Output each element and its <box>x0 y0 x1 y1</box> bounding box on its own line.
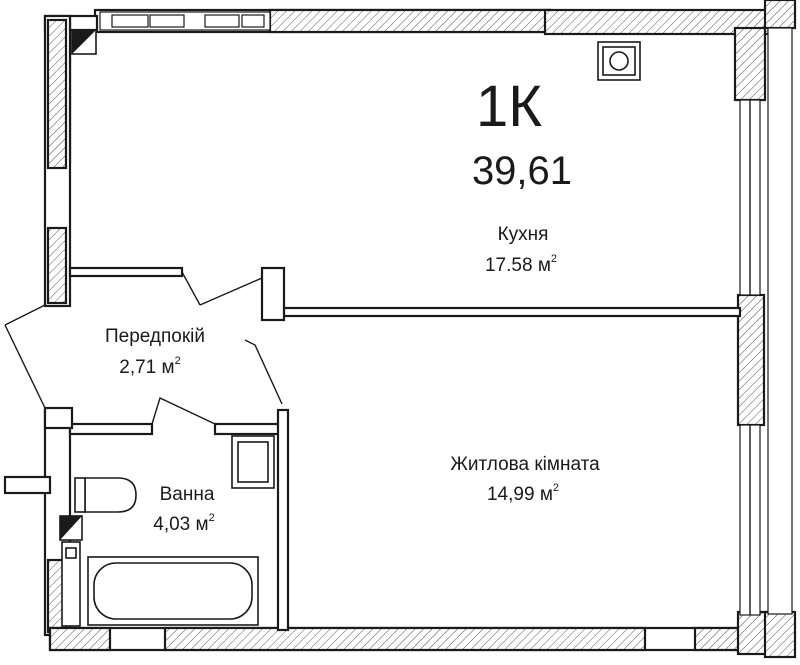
room-name: Кухня <box>498 224 549 245</box>
room-kitchen: Кухня 17.58 м2 <box>485 224 557 276</box>
vent-shaft-icon <box>597 41 641 81</box>
room-name: Житлова кімната <box>450 454 600 475</box>
bath-cabinet-icon <box>61 541 81 627</box>
room-name: Ванна <box>160 484 215 505</box>
top-window <box>99 11 271 31</box>
room-area: 4,03 м2 <box>153 512 214 535</box>
room-area: 14,99 м2 <box>487 482 559 505</box>
apartment-type: 1К <box>476 74 542 139</box>
total-area: 39,61 <box>472 149 572 193</box>
corner-riser-icon <box>71 29 97 55</box>
doors <box>4 271 283 425</box>
toilet-icon <box>84 477 137 513</box>
room-bathroom: Ванна 4,03 м2 <box>153 484 215 535</box>
room-living: Житлова кімната 14,99 м2 <box>450 454 600 505</box>
room-name: Передпокій <box>105 326 205 347</box>
room-hallway: Передпокій 2,71 м2 <box>105 326 205 378</box>
bathroom-fixtures <box>59 435 275 627</box>
right-windows <box>739 27 793 616</box>
apartment-heading: 1К 39,61 <box>472 74 572 193</box>
exterior-walls <box>3 0 797 659</box>
interior-walls <box>43 266 742 632</box>
room-area: 17.58 м2 <box>485 253 557 276</box>
room-area: 2,71 м2 <box>119 355 180 378</box>
